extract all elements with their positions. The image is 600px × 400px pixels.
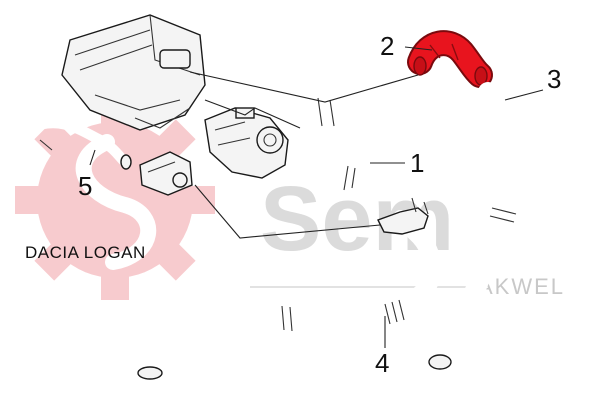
leader-3 bbox=[504, 89, 544, 101]
part-4-fitting bbox=[377, 197, 429, 235]
leader-throttle-to-fitting bbox=[194, 184, 381, 239]
watermark-gear-logo bbox=[15, 100, 215, 300]
callout-4: 4 bbox=[375, 348, 389, 378]
leader-2 bbox=[404, 46, 433, 51]
throttle-body bbox=[139, 151, 193, 196]
connector-pipe bbox=[293, 151, 347, 177]
callout-2: 2 bbox=[380, 31, 394, 61]
engine-housing bbox=[61, 14, 206, 131]
part-2-elbow-hose-highlighted bbox=[407, 30, 493, 88]
model-label: DACIA LOGAN bbox=[25, 243, 146, 262]
part-4-lower-hose bbox=[137, 223, 442, 381]
leader-engine-to-2 bbox=[189, 71, 419, 103]
callout-1: 1 bbox=[410, 148, 424, 178]
turbo-valve-assembly bbox=[204, 107, 289, 179]
part-1-hose bbox=[310, 97, 388, 196]
leader-5 bbox=[89, 149, 96, 166]
part-3-long-hose bbox=[428, 82, 524, 370]
watermark-brand-akwel: AKWEL bbox=[478, 274, 565, 299]
callout-5: 5 bbox=[78, 171, 92, 201]
part-5-pipe bbox=[24, 117, 132, 170]
callout-3: 3 bbox=[547, 64, 561, 94]
leader-lines bbox=[89, 46, 544, 348]
leader-engine-to-turbo bbox=[204, 99, 301, 129]
